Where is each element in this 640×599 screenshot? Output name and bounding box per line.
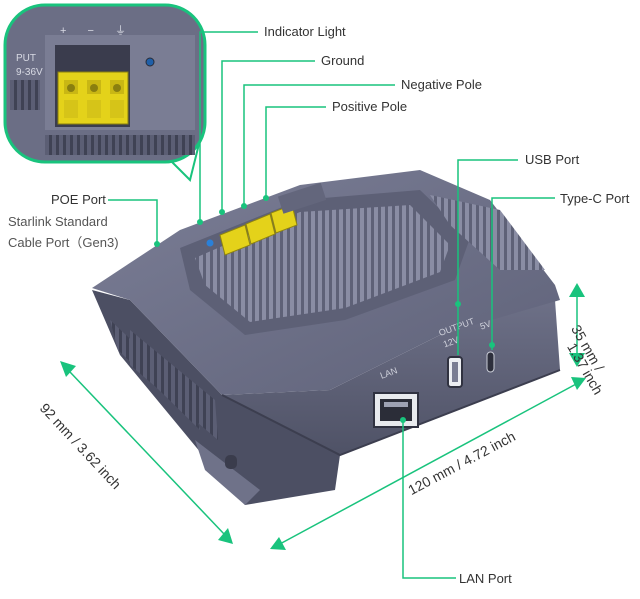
type-c-port <box>486 351 495 373</box>
callout-lan-port: LAN Port <box>459 571 512 586</box>
terminal-symbols: + − ⏚ <box>60 25 135 37</box>
device-terminals <box>206 182 327 256</box>
device-indicator-light <box>206 239 214 247</box>
callout-positive-pole: Positive Pole <box>332 99 408 114</box>
zoom-inset <box>3 3 207 182</box>
callout-type-c-port: Type-C Port <box>560 191 630 206</box>
callout-indicator-light: Indicator Light <box>264 24 346 39</box>
callout-poe-port: POE Port <box>51 192 106 207</box>
input-label: PUT <box>16 53 36 64</box>
callout-ground: Ground <box>321 53 365 68</box>
callout-starlink-line1: Starlink Standard <box>8 214 108 229</box>
device-body <box>92 170 561 505</box>
voltage-range: 9-36V <box>16 67 43 78</box>
callout-negative-pole: Negative Pole <box>401 77 482 92</box>
callout-starlink-line2: Cable Port（Gen3) <box>8 235 119 250</box>
callout-usb-port: USB Port <box>525 152 580 167</box>
device-ports <box>373 351 495 428</box>
